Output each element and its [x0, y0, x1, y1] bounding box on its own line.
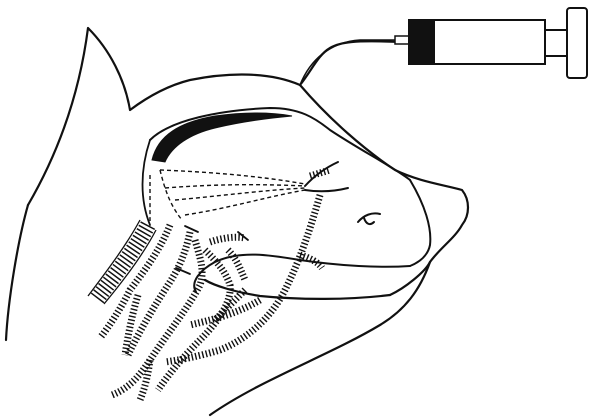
skin-flap-outline — [150, 108, 410, 180]
vessel-stub-cap-1 — [185, 226, 198, 232]
vessel-branch-4 — [158, 250, 230, 390]
clamp-lower-arm — [305, 188, 348, 191]
cheek-outline — [410, 180, 430, 266]
syringe-plunger-cap — [567, 8, 587, 78]
dash-path-2 — [165, 185, 305, 188]
neck-outline — [6, 205, 28, 340]
dash-path-4 — [185, 190, 305, 215]
dash-path-3 — [175, 188, 305, 200]
dash-path-5 — [160, 170, 182, 220]
syringe-tube — [300, 40, 395, 85]
vessel-branch-5 — [210, 237, 245, 242]
mandible-outline — [194, 255, 410, 292]
syringe-fluid — [409, 20, 435, 64]
syringe-plunger-rod — [545, 30, 567, 56]
head-outline — [6, 28, 468, 415]
vessel-main-trunk — [96, 225, 148, 300]
injection-paths — [150, 170, 305, 222]
vessel-branch-2 — [128, 232, 190, 355]
orbit-line — [143, 140, 151, 225]
vessel-clamp — [305, 162, 348, 191]
syringe — [300, 8, 587, 85]
eye-mark — [358, 213, 380, 224]
sinus-black — [152, 113, 292, 162]
syringe-needle-hub — [395, 36, 409, 44]
dash-path-1 — [160, 170, 305, 184]
vessel-branch-11 — [140, 360, 150, 400]
skull-top-outline — [300, 41, 400, 85]
